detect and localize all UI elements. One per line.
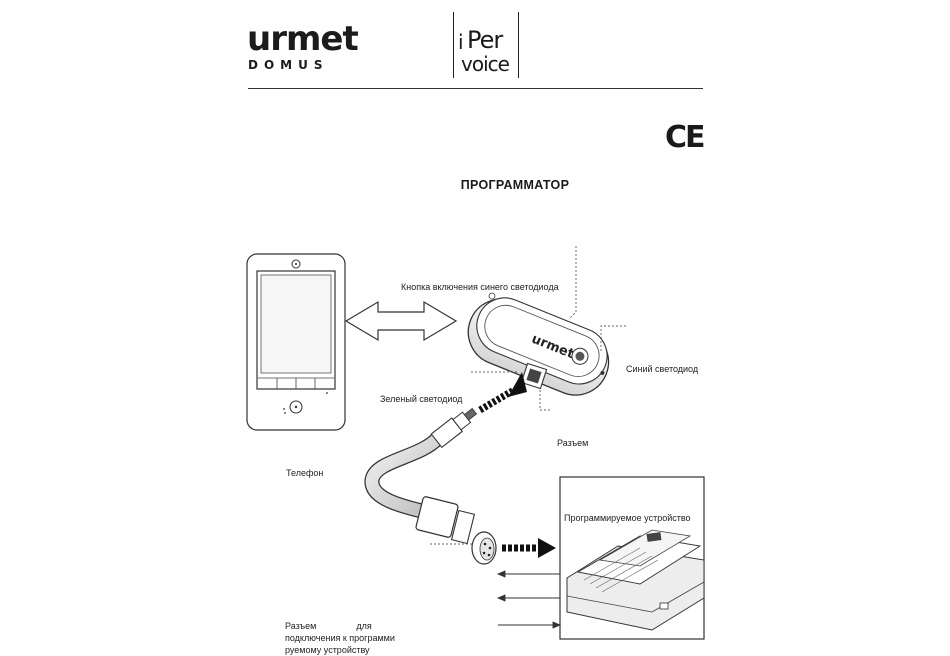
green-led-arrow-icon bbox=[480, 372, 527, 410]
signal-arrows bbox=[498, 571, 560, 628]
double-arrow-icon bbox=[346, 302, 456, 340]
label-green-led: Зеленый светодиод bbox=[380, 394, 462, 404]
programmable-device bbox=[560, 477, 704, 639]
label-connector: Разъем bbox=[557, 438, 588, 448]
phone-device bbox=[247, 254, 345, 430]
label-device-connector-line1b: для bbox=[356, 621, 371, 631]
label-device-connector-line1: Разъем bbox=[285, 621, 316, 631]
label-phone: Телефон bbox=[286, 468, 323, 478]
connector-arrow-icon bbox=[502, 538, 556, 558]
usb-cable bbox=[372, 404, 496, 564]
label-device: Программируемое устройство bbox=[564, 513, 691, 523]
label-blue-led: Синий светодиод bbox=[626, 364, 698, 374]
label-button: Кнопка включения синего светодиода bbox=[401, 282, 559, 292]
label-device-connector-line2: подключения к программи bbox=[285, 633, 395, 643]
